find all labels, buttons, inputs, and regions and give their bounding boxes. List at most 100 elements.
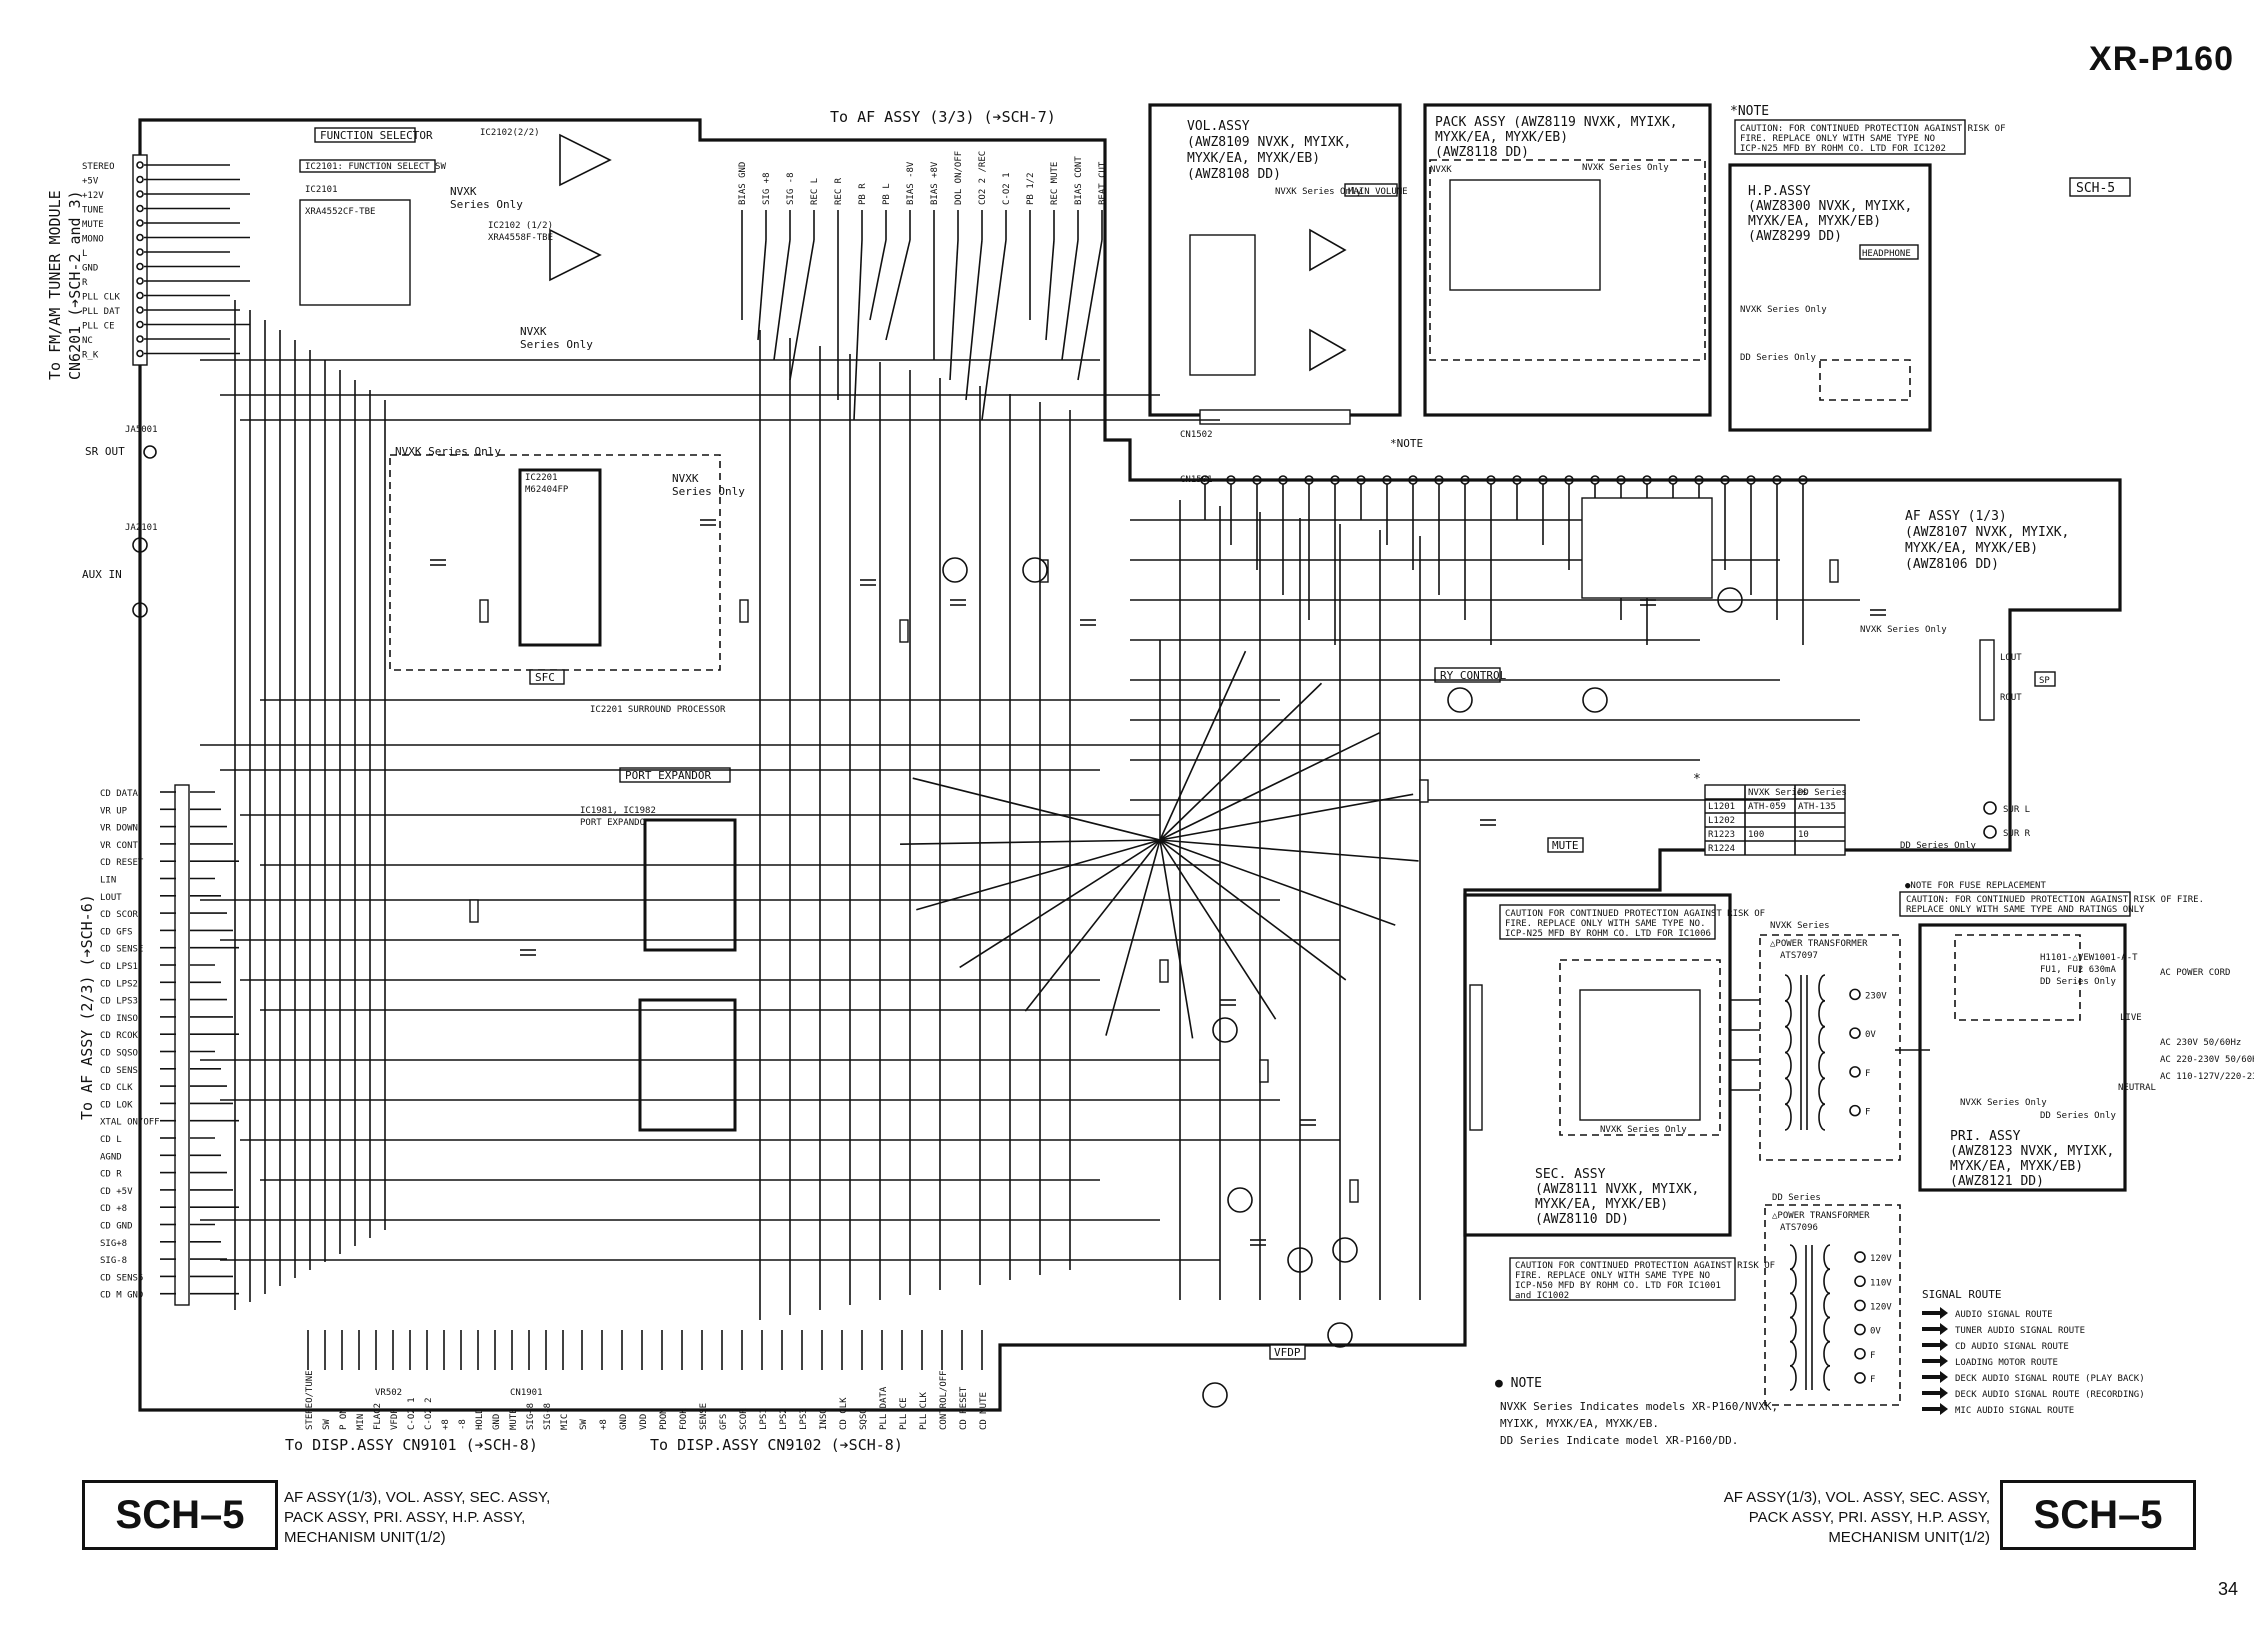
- pri-assy-text: PRI. ASSY(AWZ8123 NVXK, MYIXK,MYXK/EA, M…: [1950, 1129, 2114, 1189]
- tap-circle: [1849, 1104, 1861, 1117]
- transistor: [1227, 1187, 1253, 1213]
- af23-pin-label: CD SCOR: [100, 910, 139, 920]
- af23-pin-label: LIN: [100, 876, 116, 886]
- disp2-pin-label: PLL DATA: [879, 1386, 889, 1430]
- tuner-pin-label: NC: [82, 336, 93, 346]
- nvxk-label-2: NVXK: [520, 325, 547, 338]
- assy-line: MECHANISM UNIT(1/2): [284, 1529, 446, 1546]
- wiring-network: [200, 300, 1930, 1408]
- port-exp-label: PORT EXPANDOR: [580, 818, 651, 828]
- disp1-pin-label: SIG-8: [543, 1403, 553, 1430]
- secondary-coil: [1818, 1103, 1826, 1131]
- tuner-pin-label: GND: [82, 264, 98, 274]
- af23-pin-label: CD M GND: [100, 1291, 143, 1301]
- pri-assy-line: (AWZ8121 DD): [1950, 1174, 2044, 1189]
- secondary-coil: [1818, 974, 1826, 1002]
- bus-pin-label: BIAS GND: [738, 162, 748, 205]
- sur-r-label: SUR R: [2003, 829, 2031, 839]
- transistor: [1202, 1382, 1228, 1408]
- af23-pin-label: CD SENS6: [100, 1273, 143, 1283]
- model-note-line: NVXK Series Indicates models XR-P160/NVX…: [1500, 1400, 1778, 1413]
- pin-dot: [136, 190, 144, 198]
- table-cell: 10: [1798, 830, 1809, 840]
- wire: [1105, 839, 1161, 1036]
- relay-block: [1581, 497, 1713, 599]
- af23-pin-label: CD INSO: [100, 1014, 138, 1024]
- ic2101-chip: [299, 199, 411, 306]
- cn1502-label: CN1502: [1180, 430, 1213, 440]
- table-cell: L1201: [1708, 802, 1735, 812]
- sec-assy-board: [1463, 893, 1732, 1237]
- ic2102-opamp-2: [549, 228, 602, 282]
- pri-assy-line: MYXK/EA, MYXK/EB): [1950, 1159, 2083, 1174]
- transistor: [1287, 1247, 1313, 1273]
- table-cell: 100: [1748, 830, 1764, 840]
- af-assy-board-outline: [138, 118, 2122, 1412]
- wire: [1159, 839, 1419, 862]
- tap-circle: [1854, 1299, 1866, 1312]
- ic2201-part: M62404FP: [525, 485, 569, 495]
- route-arrow-icon: [1922, 1355, 1948, 1367]
- disp1-pin-label: -8: [458, 1419, 468, 1430]
- mute-label: MUTE: [1552, 839, 1579, 852]
- af23-pin-label: CD RESET: [100, 858, 144, 868]
- transistor: [1717, 587, 1743, 613]
- bus-wire: [1077, 239, 1103, 381]
- af23-pin-label: SIG+8: [100, 1239, 127, 1249]
- sfc-label: SFC: [535, 671, 555, 684]
- sch5-tag: SCH-5: [2076, 181, 2115, 196]
- ic2102-mid-label: IC2102 (1/2): [488, 221, 553, 231]
- tap-voltage: F: [1865, 1069, 1870, 1079]
- bus-pin-label: BIAS +8V: [930, 161, 940, 205]
- assy-line: AF ASSY(1/3), VOL. ASSY, SEC. ASSY,: [1723, 1489, 1990, 1506]
- aux-in-label: AUX IN: [82, 568, 122, 581]
- tuner-pin-label: MONO: [82, 235, 104, 245]
- ry-control-label: RY CONTROL: [1440, 669, 1507, 682]
- wire: [912, 777, 1161, 841]
- ic1981-label: IC1981, IC1982: [580, 806, 656, 816]
- tap-circle: [1849, 1027, 1861, 1039]
- tap-circle: [1854, 1347, 1866, 1360]
- disp1-pin-label: C-O2 1: [407, 1397, 417, 1430]
- to-disp-cn9102: To DISP.ASSY CN9102 (➔SCH-8): [650, 1436, 903, 1454]
- wire: [1159, 839, 1347, 981]
- af23-pin-label: CD +8: [100, 1204, 127, 1214]
- resistor: [1259, 1059, 1269, 1083]
- signal-route-item: CD AUDIO SIGNAL ROUTE: [1955, 1342, 2069, 1352]
- af23-pin-label: CD DATA: [100, 789, 139, 799]
- bus-pin-label: C-O2 1: [1002, 172, 1012, 205]
- af23-pin-label: CD LPS1: [100, 962, 138, 972]
- resistor: [469, 899, 479, 923]
- bus-wire: [1045, 239, 1055, 341]
- signal-route-item: DECK AUDIO SIGNAL ROUTE (PLAY BACK): [1955, 1374, 2145, 1384]
- fu-label: FU1, FU2 630mA: [2040, 965, 2116, 975]
- route-arrow-icon: [1922, 1403, 1948, 1415]
- af-assy-line: (AWZ8106 DD): [1905, 557, 1999, 572]
- disp2-pin-label: PLL CE: [899, 1397, 909, 1430]
- af23-pin-label: CD LOK: [100, 1100, 133, 1110]
- resistor: [1419, 779, 1429, 803]
- ic2102-opamp-1: [559, 133, 612, 187]
- table-header: DD Series: [1798, 788, 1847, 798]
- disp2-pin-label: SENSE: [699, 1403, 709, 1430]
- caution-line: ICP-N25 MFD BY ROHM CO. LTD FOR IC1006: [1505, 929, 1711, 939]
- vfdp-label: VFDP: [1274, 1346, 1301, 1359]
- table-header: NVXK Series: [1748, 788, 1808, 798]
- sec-assy-text: SEC. ASSY(AWZ8111 NVXK, MYIXK,MYXK/EA, M…: [1535, 1167, 1699, 1227]
- caution-line: FIRE. REPLACE ONLY WITH SAME TYPE NO.: [1505, 919, 1705, 929]
- table-cell: R1224: [1708, 844, 1735, 854]
- bus-wire: [885, 239, 911, 341]
- cn1901-label: CN1901: [510, 1388, 543, 1398]
- disp2-pin-label: PLL CLK: [919, 1391, 929, 1430]
- fuse-caution-text: CAUTION: FOR CONTINUED PROTECTION AGAINS…: [1906, 895, 2204, 915]
- disp2-pin-label: CD CLK: [839, 1397, 849, 1430]
- ja2101-label: JA2101: [125, 523, 158, 533]
- af23-pin-label: CD L: [100, 1135, 122, 1145]
- sur-l-label: SUR L: [2003, 805, 2030, 815]
- bus-pin-label: SIG +8: [762, 172, 772, 205]
- vol-assy-line: (AWZ8108 DD): [1187, 167, 1281, 182]
